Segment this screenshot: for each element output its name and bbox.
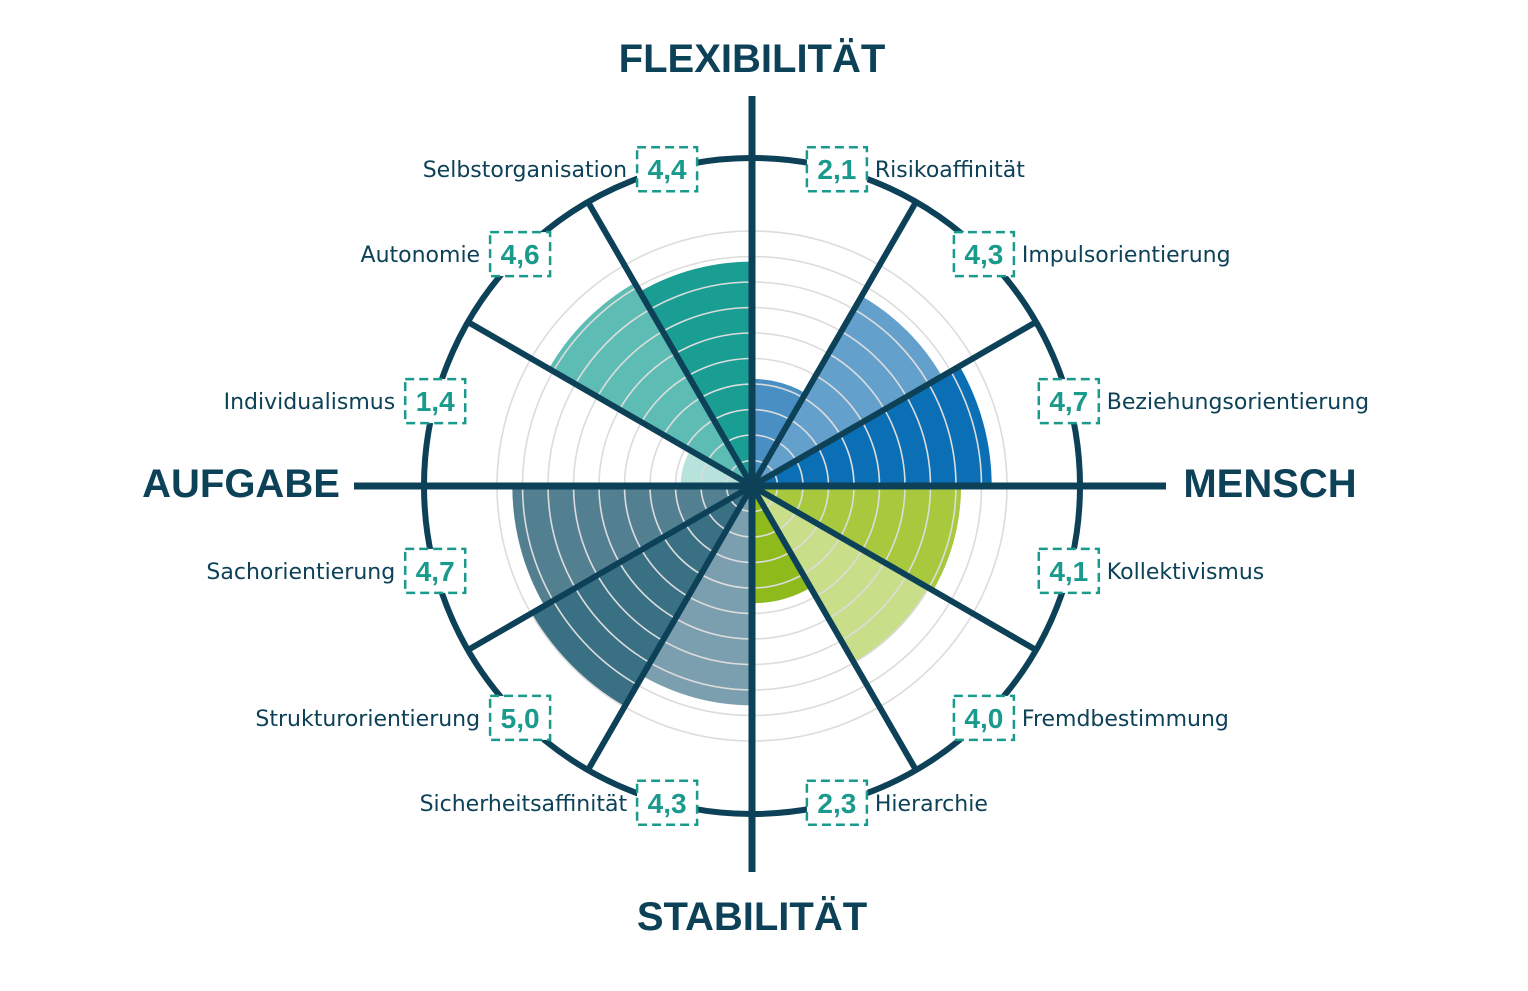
sector-sicherheitsaffinitat	[642, 486, 752, 706]
pole-label-top: FLEXIBILITÄT	[619, 37, 886, 81]
value-label: 4,4	[648, 154, 687, 185]
pole-label-bottom: STABILITÄT	[637, 895, 867, 939]
value-box	[1037, 547, 1101, 595]
spoke-line	[585, 484, 755, 772]
value-label: 5,0	[501, 703, 540, 734]
category-label: Fremdbestimmung	[1022, 707, 1229, 732]
value-box	[635, 145, 699, 193]
value-box	[805, 779, 869, 827]
category-label: Individualismus	[224, 390, 396, 415]
category-label: Risikoaffinität	[875, 158, 1025, 183]
value-label: 4,7	[416, 556, 455, 587]
value-label: 4,3	[964, 239, 1003, 270]
value-label: 4,0	[964, 703, 1003, 734]
value-label: 2,3	[817, 788, 856, 819]
value-label: 4,6	[501, 239, 540, 270]
sector-beziehungsorientierung	[752, 366, 992, 486]
pole-label-right: MENSCH	[1183, 462, 1356, 506]
sector-fremdbestimmung	[752, 486, 929, 663]
spoke-line	[466, 319, 754, 489]
value-label: 4,1	[1049, 556, 1088, 587]
spoke-line	[749, 484, 919, 772]
sector-kollektivismus	[752, 486, 962, 591]
spoke-line	[466, 483, 754, 653]
spoke-line	[750, 483, 1038, 653]
value-box	[635, 779, 699, 827]
value-label: 4,3	[648, 788, 687, 819]
spoke-line	[750, 319, 1038, 489]
value-box	[488, 694, 552, 742]
sector-strukturorientierung	[531, 486, 752, 707]
sector-impulsorientierung	[752, 296, 942, 486]
value-label: 1,4	[416, 386, 455, 417]
category-label: Kollektivismus	[1107, 560, 1264, 585]
spoke-line	[749, 200, 919, 488]
value-label: 4,7	[1049, 386, 1088, 417]
value-box	[403, 377, 467, 425]
sector-autonomie	[548, 282, 752, 486]
category-label: Impulsorientierung	[1022, 243, 1231, 268]
category-label: Sicherheitsaffinität	[420, 792, 628, 817]
sector-selbstorganisation	[639, 261, 752, 486]
value-box	[488, 230, 552, 278]
category-label: Sachorientierung	[206, 560, 395, 585]
category-label: Strukturorientierung	[255, 707, 480, 732]
category-label: Selbstorganisation	[423, 158, 627, 183]
category-label: Hierarchie	[875, 792, 988, 817]
category-label: Beziehungsorientierung	[1107, 390, 1369, 415]
value-box	[1037, 377, 1101, 425]
value-box	[952, 694, 1016, 742]
category-label: Autonomie	[361, 243, 481, 268]
value-box	[952, 230, 1016, 278]
pole-label-left: AUFGABE	[142, 462, 340, 506]
value-box	[805, 145, 869, 193]
value-box	[403, 547, 467, 595]
value-label: 2,1	[817, 154, 856, 185]
spoke-line	[585, 200, 755, 488]
sector-sachorientierung	[512, 486, 752, 606]
